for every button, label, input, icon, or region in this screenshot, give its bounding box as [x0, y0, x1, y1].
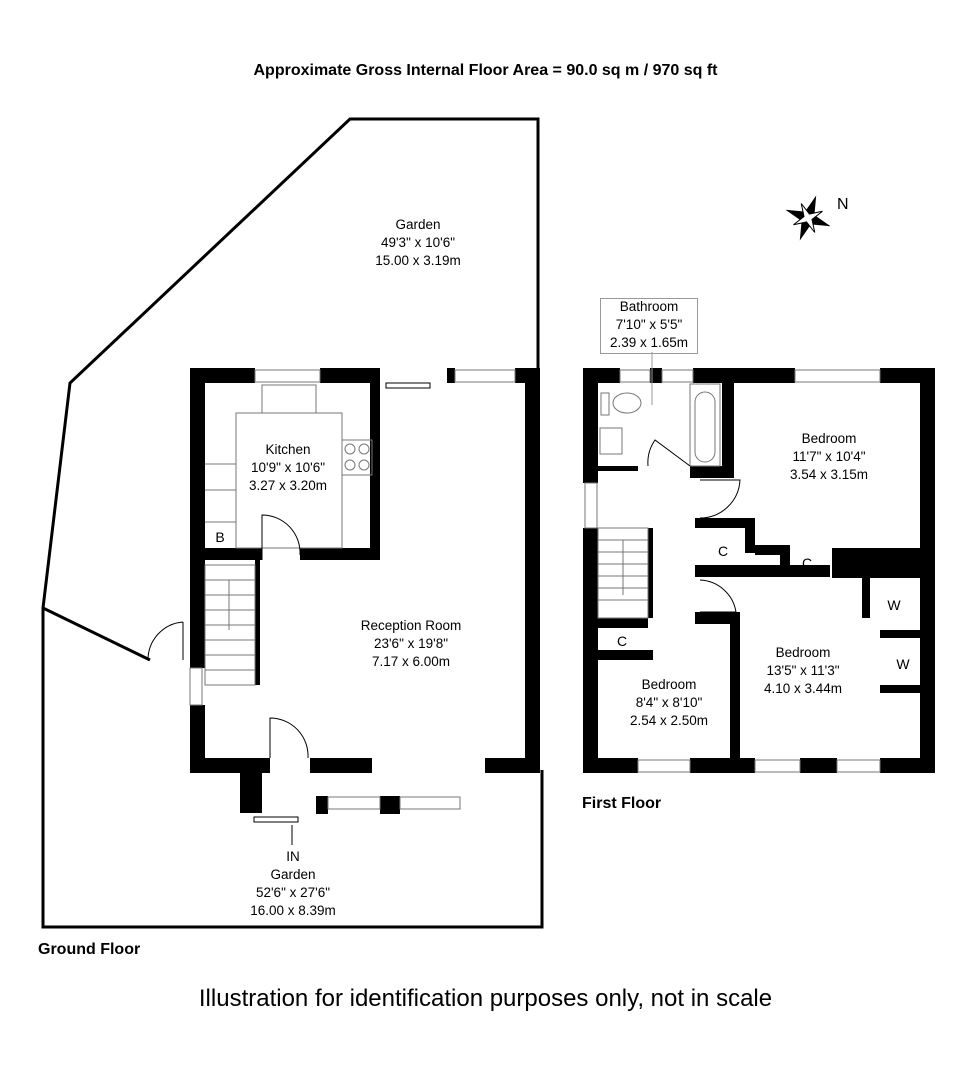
- room-label-bedroom-1: Bedroom 11'7" x 10'4" 3.54 x 3.15m: [790, 430, 868, 484]
- room-name: Kitchen: [265, 442, 311, 457]
- room-dimensions-metric: 15.00 x 3.19m: [375, 253, 461, 268]
- compass-icon: [785, 195, 831, 241]
- room-dimensions-metric: 16.00 x 8.39m: [250, 903, 336, 918]
- ground-floor-label: Ground Floor: [38, 941, 141, 958]
- room-dimensions-imperial: 10'9" x 10'6": [250, 460, 326, 475]
- cupboard-label: C: [717, 543, 729, 559]
- wardrobe-label: W: [887, 597, 901, 613]
- cupboard-label: C: [616, 633, 628, 649]
- room-label-kitchen: Kitchen 10'9" x 10'6" 3.27 x 3.20m: [249, 441, 327, 495]
- north-label: N: [837, 196, 849, 213]
- room-dimensions-imperial: 7'10" x 5'5": [615, 317, 683, 332]
- room-label-bathroom: Bathroom 7'10" x 5'5" 2.39 x 1.65m: [610, 298, 688, 352]
- room-name: Garden: [395, 217, 441, 232]
- bathroom-label-box: [600, 298, 698, 354]
- garden-boundary: [41, 117, 544, 929]
- room-dimensions-metric: 2.54 x 2.50m: [629, 713, 709, 728]
- room-label-reception: Reception Room 23'6" x 19'8" 7.17 x 6.00…: [361, 617, 462, 671]
- room-dimensions-metric: 7.17 x 6.00m: [371, 654, 451, 669]
- room-label-garden-rear: Garden 49'3" x 10'6" 15.00 x 3.19m: [375, 216, 461, 270]
- room-dimensions-imperial: 23'6" x 19'8": [373, 636, 449, 651]
- room-dimensions-imperial: 11'7" x 10'4": [792, 449, 866, 464]
- boiler-label: B: [215, 529, 225, 545]
- first-floor-fixtures: [584, 369, 881, 773]
- room-dimensions-imperial: 13'5" x 11'3": [766, 663, 840, 678]
- room-label-garden-front: IN Garden 52'6" x 27'6" 16.00 x 8.39m: [250, 848, 336, 920]
- wardrobe-label: W: [896, 656, 910, 672]
- floor-area-title: Approximate Gross Internal Floor Area = …: [253, 62, 718, 79]
- room-label-bedroom-3: Bedroom 8'4" x 8'10" 2.54 x 2.50m: [630, 676, 708, 730]
- room-dimensions-imperial: 52'6" x 27'6": [255, 885, 331, 900]
- ground-floor-walls: [190, 368, 540, 814]
- room-dimensions-metric: 4.10 x 3.44m: [763, 681, 843, 696]
- room-dimensions-metric: 3.27 x 3.20m: [248, 478, 328, 493]
- room-label-bedroom-2: Bedroom 13'5" x 11'3" 4.10 x 3.44m: [764, 644, 842, 698]
- disclaimer-note: Illustration for identification purposes…: [198, 985, 773, 1012]
- cupboard-label: C: [801, 555, 813, 571]
- first-floor-walls: [583, 368, 935, 773]
- first-floor-label: First Floor: [582, 795, 662, 812]
- room-name: Bedroom: [801, 431, 857, 446]
- room-dimensions-metric: 3.54 x 3.15m: [789, 467, 869, 482]
- room-dimensions-imperial: 49'3" x 10'6": [380, 235, 456, 250]
- room-name: Bedroom: [775, 645, 831, 660]
- room-name: Bedroom: [641, 677, 697, 692]
- room-name: Reception Room: [360, 618, 462, 633]
- room-name: Garden: [270, 867, 316, 882]
- room-name: Bathroom: [619, 299, 679, 314]
- room-dimensions-metric: 2.39 x 1.65m: [609, 335, 689, 350]
- ground-floor-fixtures: [147, 369, 516, 845]
- room-dimensions-imperial: 8'4" x 8'10": [635, 695, 703, 710]
- entrance-label: IN: [286, 849, 300, 864]
